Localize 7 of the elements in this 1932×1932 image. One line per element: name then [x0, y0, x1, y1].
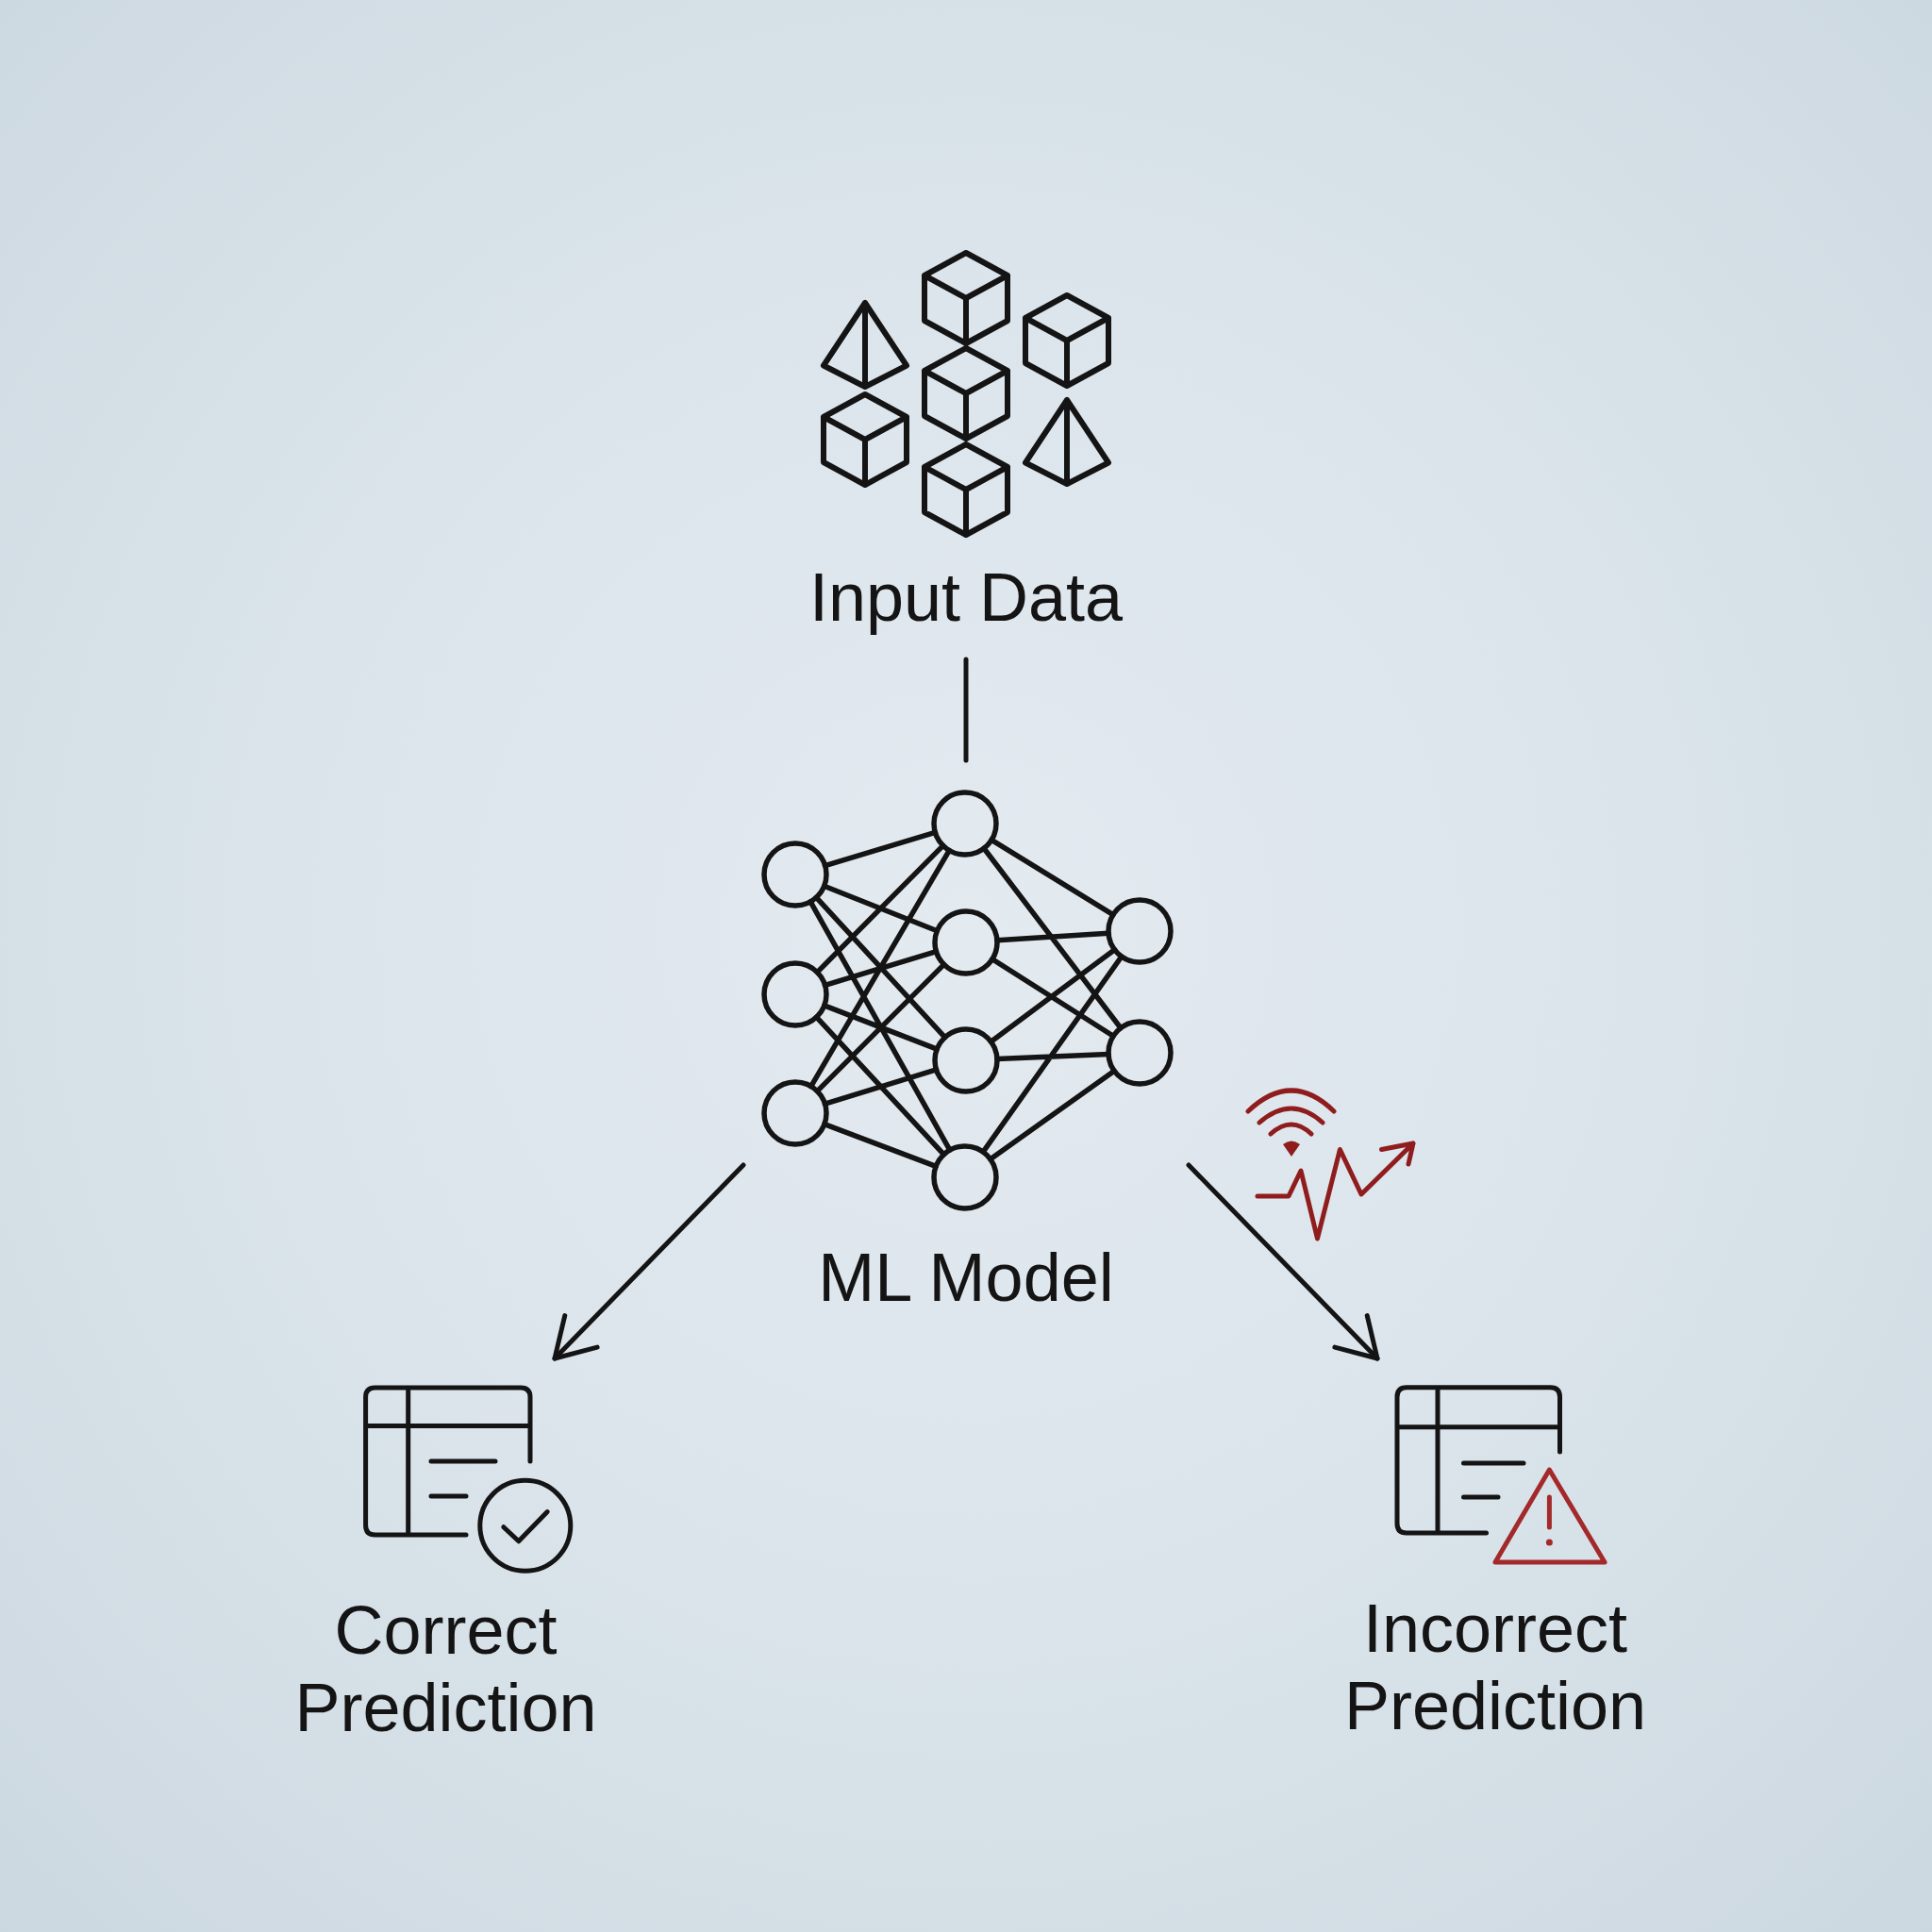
connector-line — [963, 657, 969, 763]
arrow — [552, 1162, 746, 1361]
node-label: Correct Prediction — [293, 1591, 598, 1746]
node-label: Incorrect Prediction — [1342, 1590, 1648, 1744]
arrow — [1186, 1162, 1380, 1361]
node-label: ML Model — [817, 1239, 1115, 1316]
node-label: Input Data — [808, 558, 1124, 636]
